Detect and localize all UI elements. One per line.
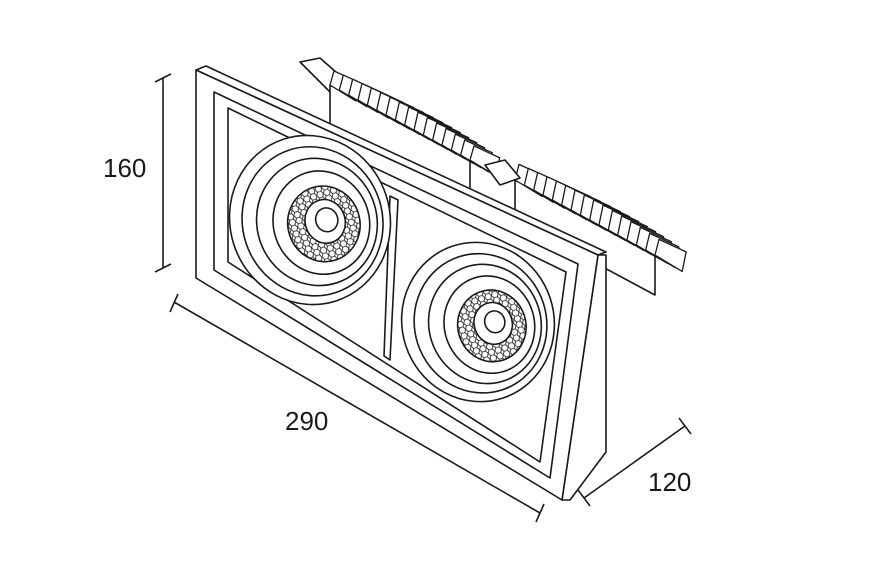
lamp-module-left xyxy=(228,134,392,306)
lamp-reflector-rim xyxy=(272,170,371,276)
height-value: 160 xyxy=(103,153,146,183)
frame-inner-recess xyxy=(227,107,567,463)
width-tick-right xyxy=(535,503,545,523)
lens xyxy=(304,198,347,244)
lamp-bezel-ring xyxy=(241,145,384,297)
depth-tick-right xyxy=(678,417,692,435)
dimension-depth: 120 xyxy=(577,417,692,507)
depth-dimension-line xyxy=(583,425,686,499)
dimension-width: 290 xyxy=(169,293,545,523)
lens-core xyxy=(483,310,506,334)
heat-sink-left xyxy=(299,57,501,201)
heat-sink-right xyxy=(484,159,687,296)
depth-tick-left xyxy=(577,489,591,507)
depth-value: 120 xyxy=(648,467,691,497)
height-tick-top xyxy=(154,73,172,83)
lens-core xyxy=(314,207,339,233)
mount-clip-right xyxy=(484,159,521,186)
frame-inner-lip xyxy=(213,91,579,479)
width-tick-left xyxy=(169,293,179,313)
lamp-bezel-inner xyxy=(427,263,543,385)
lens xyxy=(473,301,514,345)
frame-divider xyxy=(383,195,399,361)
height-tick-bottom xyxy=(154,263,172,273)
lamp-bezel-ring xyxy=(413,252,548,394)
heat-sink-fin xyxy=(654,238,687,273)
width-value: 290 xyxy=(285,406,328,436)
lamp-module-right xyxy=(400,241,556,403)
dimension-height: 160 xyxy=(103,73,172,273)
lamp-reflector-rim xyxy=(443,275,536,375)
width-dimension-line xyxy=(173,301,541,514)
